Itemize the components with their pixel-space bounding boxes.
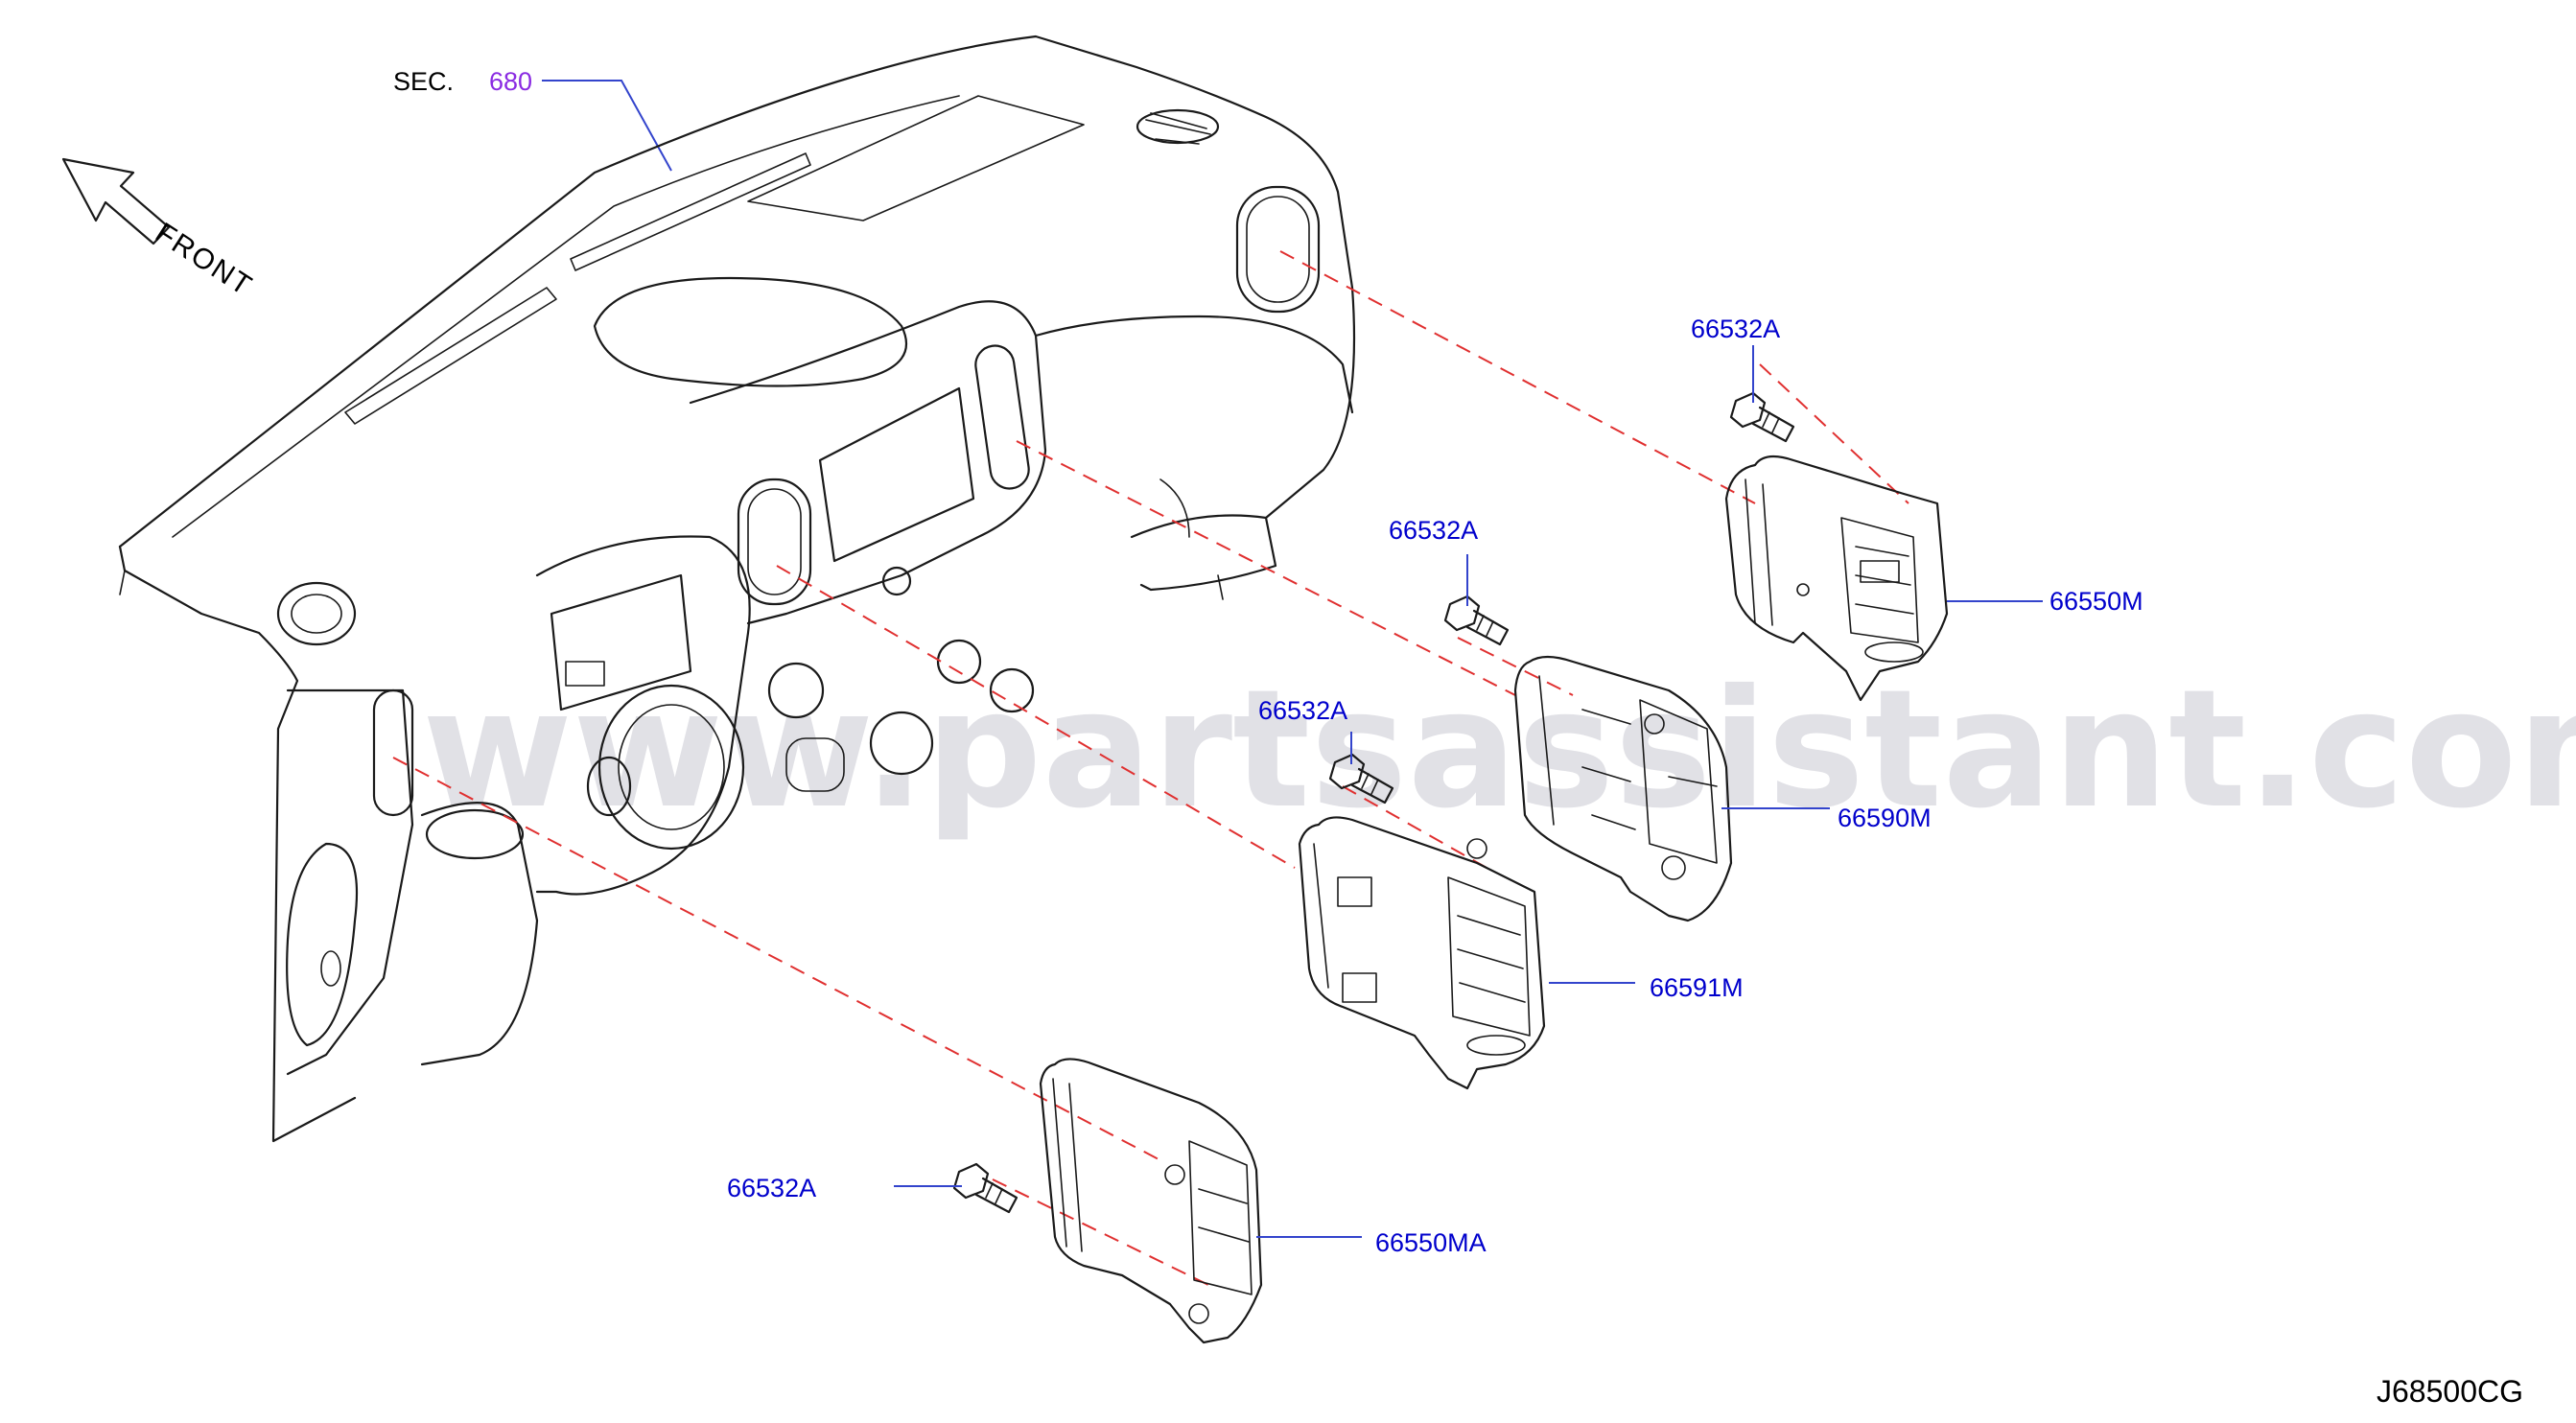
watermark: www.partsassistant.com bbox=[422, 655, 2576, 845]
callout-leaders bbox=[894, 345, 2043, 1238]
part-label-66532a-center-lower[interactable]: 66532A bbox=[1258, 696, 1347, 725]
front-arrow-icon bbox=[61, 157, 171, 245]
bolt-icon[interactable] bbox=[1443, 595, 1510, 646]
alignment-lines bbox=[392, 250, 1909, 1286]
section-prefix: SEC. bbox=[393, 67, 454, 96]
part-label-66550m[interactable]: 66550M bbox=[2049, 587, 2143, 616]
vent-66550ma[interactable] bbox=[1039, 1058, 1263, 1344]
vent-66550m[interactable] bbox=[1724, 455, 1949, 702]
part-label-66590m[interactable]: 66590M bbox=[1838, 804, 1932, 832]
part-label-66532a-center-upper[interactable]: 66532A bbox=[1389, 516, 1478, 545]
part-label-66550ma[interactable]: 66550MA bbox=[1375, 1228, 1487, 1257]
section-leader-line bbox=[542, 80, 672, 172]
vent-66590m[interactable] bbox=[1513, 655, 1733, 922]
front-label: FRONT bbox=[150, 217, 258, 302]
part-label-66591m[interactable]: 66591M bbox=[1650, 973, 1744, 1002]
instrument-panel-drawing bbox=[118, 35, 1356, 1143]
part-label-66532a-lower[interactable]: 66532A bbox=[727, 1174, 816, 1202]
vent-66591m[interactable] bbox=[1298, 816, 1546, 1090]
bolt-icon[interactable] bbox=[952, 1162, 1019, 1214]
section-ref-link[interactable]: 680 bbox=[489, 67, 532, 96]
part-label-66532a-upper[interactable]: 66532A bbox=[1691, 315, 1780, 343]
diagram-code: J68500CG bbox=[2377, 1374, 2523, 1409]
bolt-icon[interactable] bbox=[1729, 391, 1795, 443]
